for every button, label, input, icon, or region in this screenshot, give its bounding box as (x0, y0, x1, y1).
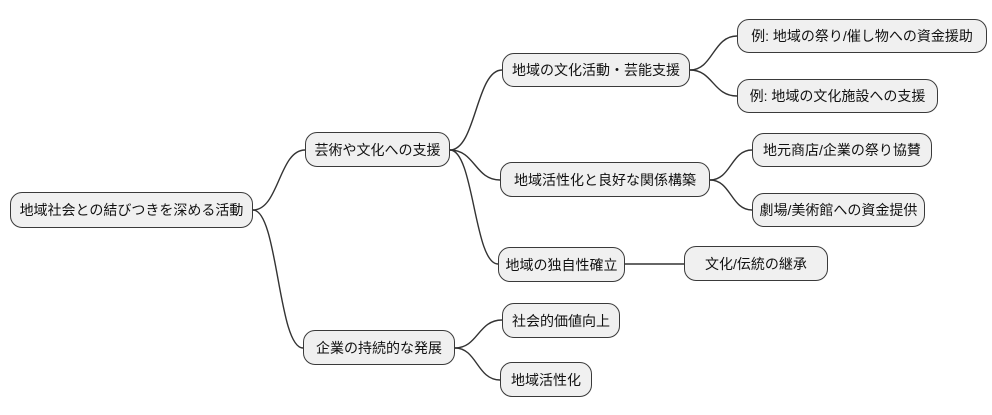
mindmap-node-revitalization-relationships[interactable]: 地域活性化と良好な関係構築 (500, 162, 710, 197)
mindmap-node-theater-museum-funding[interactable]: 劇場/美術館への資金提供 (752, 193, 925, 227)
mindmap-node-social-value[interactable]: 社会的価値向上 (502, 303, 620, 338)
mindmap-node-arts-culture-support[interactable]: 芸術や文化への支援 (305, 132, 450, 167)
connector-line (709, 149, 753, 181)
mindmap-node-root[interactable]: 地域社会との結びつきを深める活動 (10, 192, 253, 228)
connector-line (689, 35, 738, 71)
connector-line (449, 149, 501, 181)
mindmap-node-local-shop-sponsorship[interactable]: 地元商店/企業の祭り協賛 (752, 133, 932, 167)
mindmap-node-local-cultural-activities[interactable]: 地域の文化活動・芸能支援 (502, 53, 690, 87)
connector-line (449, 69, 503, 151)
mindmap-node-regional-revitalization[interactable]: 地域活性化 (500, 362, 592, 397)
mindmap-node-cultural-facility-support-example[interactable]: 例: 地域の文化施設への支援 (737, 79, 938, 113)
connector-line (454, 347, 501, 381)
mindmap-node-culture-tradition-inheritance[interactable]: 文化/伝統の継承 (684, 246, 828, 281)
connector-line (689, 69, 738, 97)
connector-line (252, 149, 306, 211)
connector-line (449, 149, 499, 265)
connector-line (252, 209, 304, 349)
mindmap-node-festival-funding-example[interactable]: 例: 地域の祭り/催し物への資金援助 (737, 19, 987, 53)
connector-line (709, 179, 753, 211)
connector-line (454, 319, 503, 349)
mindmap-node-regional-uniqueness[interactable]: 地域の独自性確立 (498, 247, 625, 282)
mindmap-node-corporate-sustainable-development[interactable]: 企業の持続的な発展 (303, 330, 455, 365)
